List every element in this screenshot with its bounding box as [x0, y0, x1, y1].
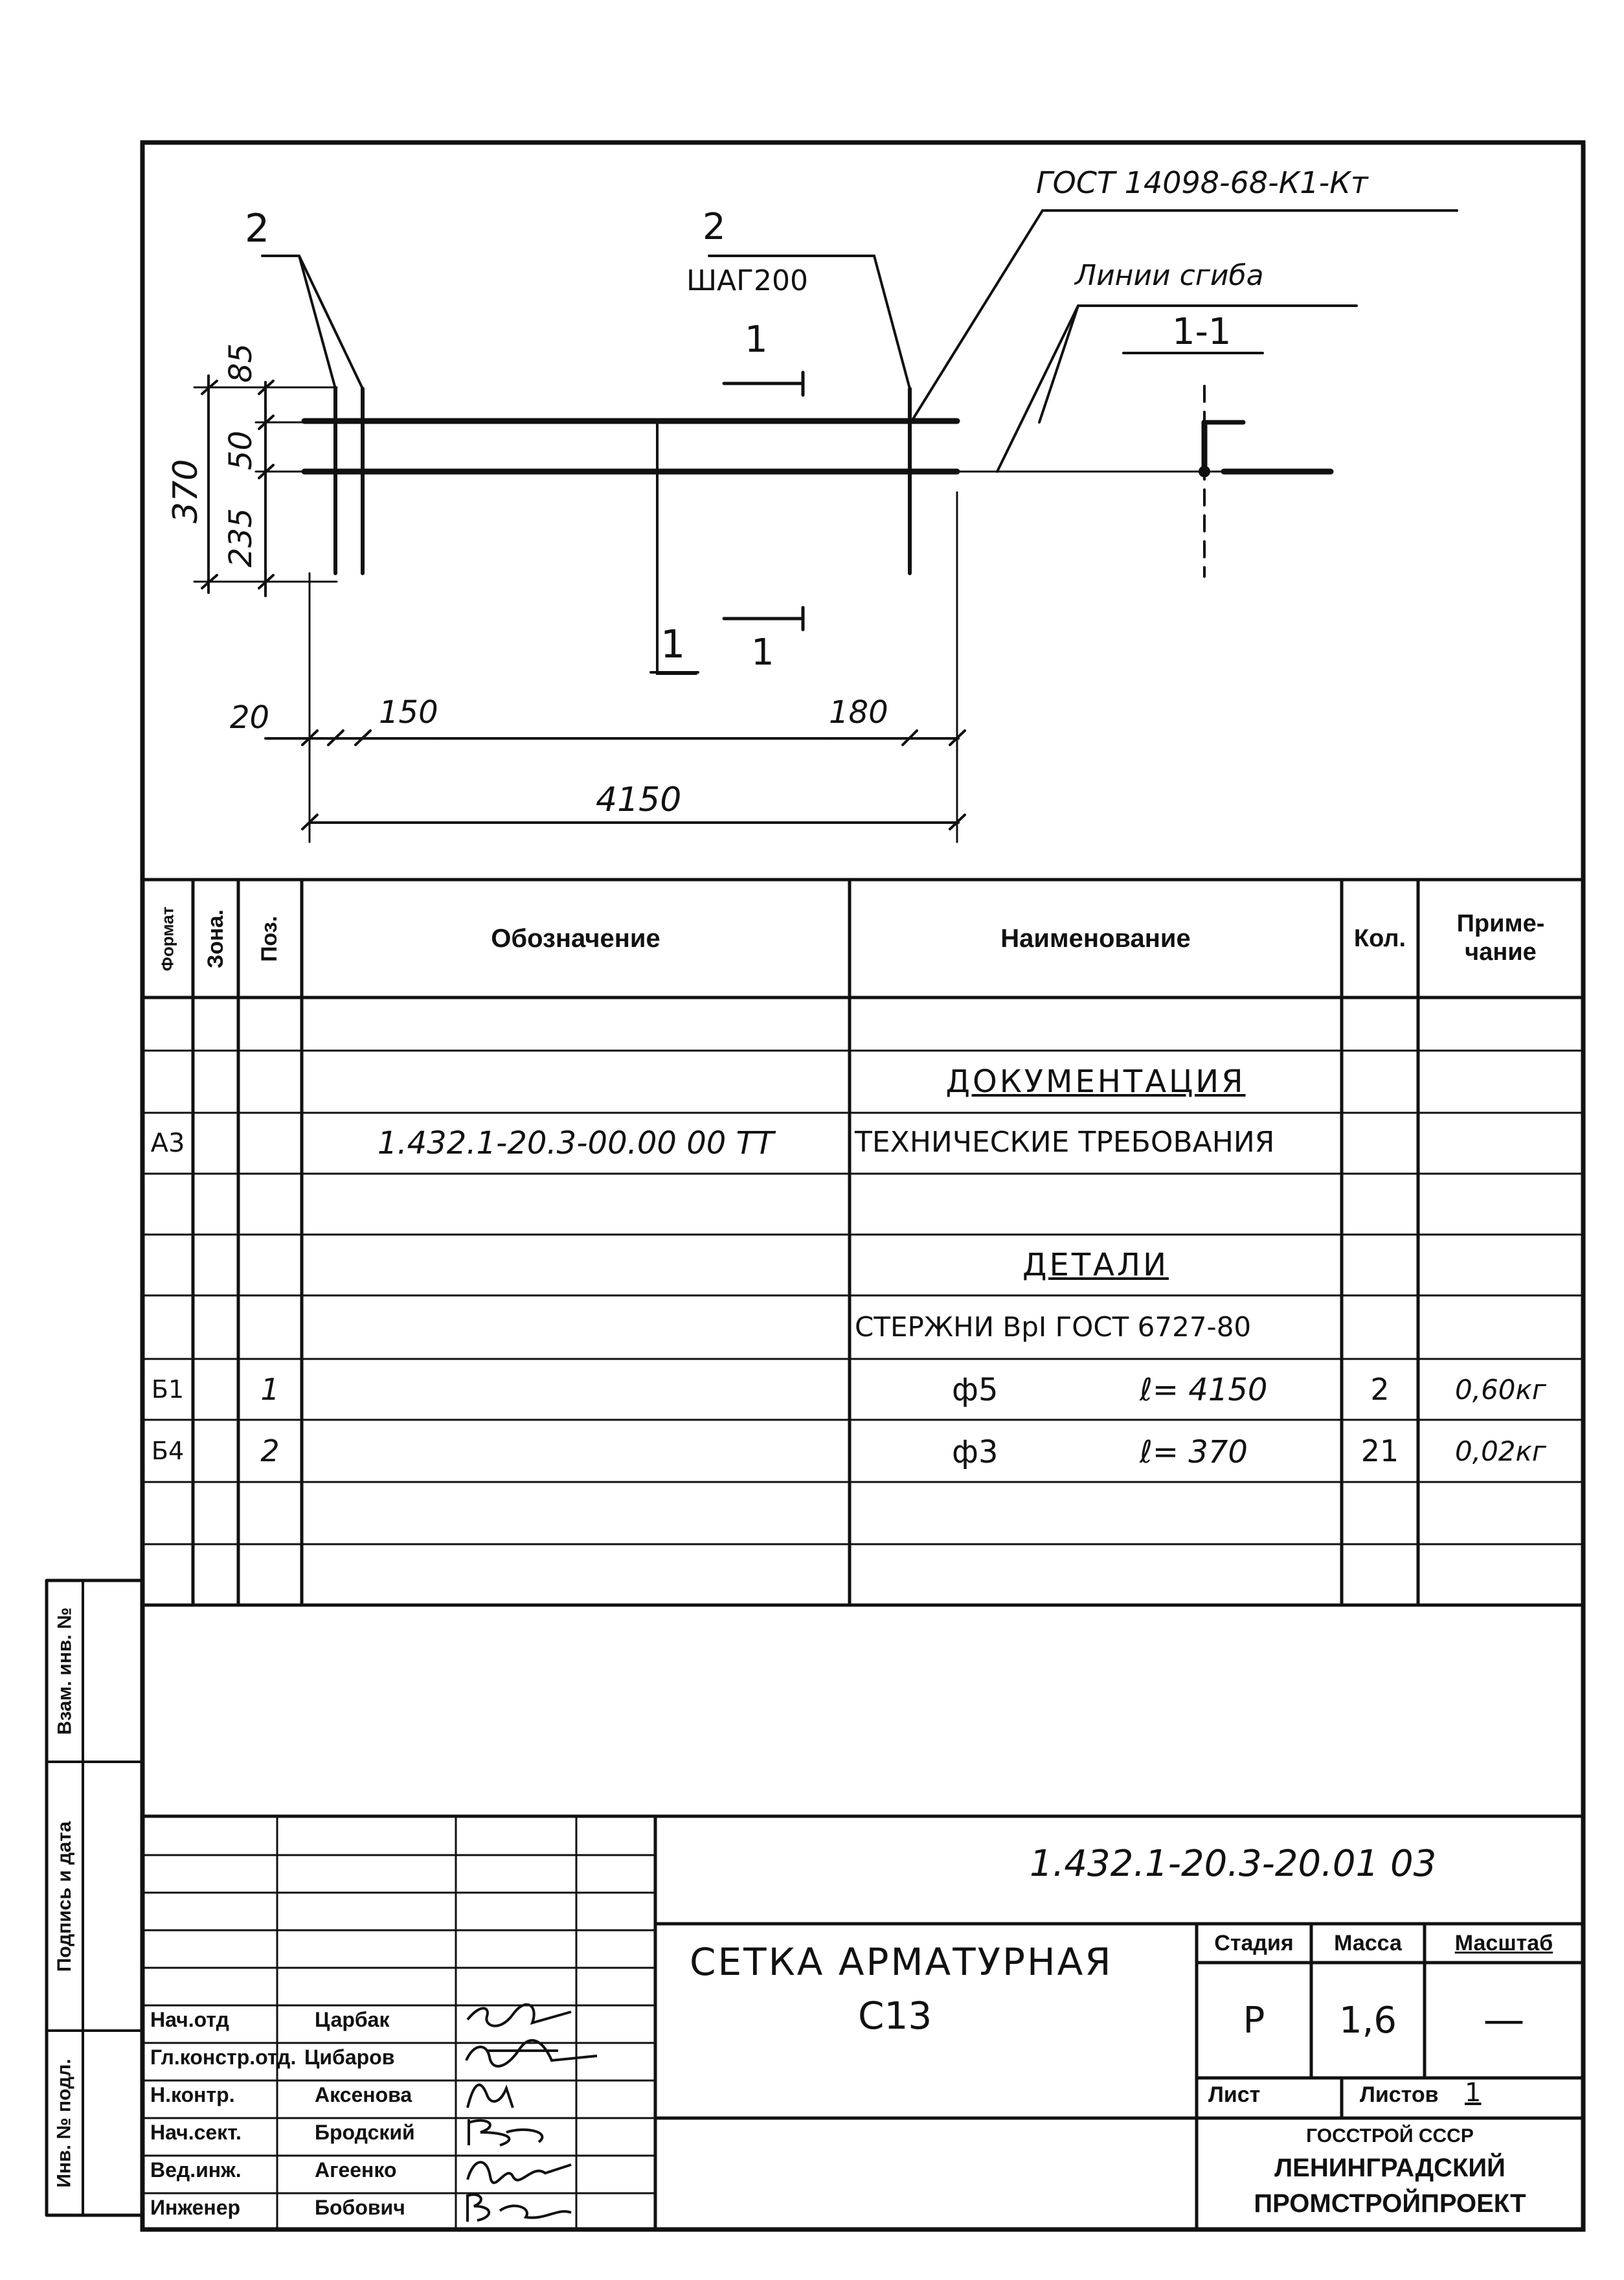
step-label: ШАГ200 [686, 264, 808, 297]
header-name: Наименование [1000, 924, 1191, 953]
row2-note: 0,02кг [1455, 1435, 1546, 1467]
staff-name-3: Аксенова [315, 2083, 412, 2106]
staff-name-5: Агеенко [315, 2158, 397, 2182]
dim-4150: 4150 [596, 781, 682, 819]
section-title: 1-1 [1172, 311, 1232, 353]
row2-format: Б4 [151, 1437, 185, 1465]
signature-3 [466, 2083, 514, 2108]
section-documentation: ДОКУМЕНТАЦИЯ [945, 1064, 1246, 1100]
header-format: Формат [157, 906, 177, 971]
sheet-label: Лист [1208, 2082, 1261, 2107]
bend-note: Линии сгиба [1075, 259, 1264, 292]
doc-number: 1.432.1-20.3-20.01 03 [1030, 1843, 1437, 1885]
org-line2: ЛЕНИНГРАДСКИЙ [1274, 2153, 1506, 2182]
mass-label: Масса [1334, 1930, 1402, 1955]
dim-235: 235 [223, 508, 259, 567]
side-sign-date: Подпись и дата [54, 1821, 76, 1972]
side-replace-inv: Взам. инв. № [54, 1607, 76, 1735]
header-zone: Зона. [203, 909, 228, 968]
sheets-label: Листов [1360, 2082, 1439, 2107]
std-note: ГОСТ 14098-68-К1-Кт [1036, 165, 1368, 200]
section-label-left: 1 [660, 622, 686, 667]
dim-180: 180 [829, 694, 888, 731]
scale-value: — [1483, 1996, 1525, 2044]
signature-6 [466, 2193, 572, 2222]
staff-name-2: Цибаров [304, 2046, 395, 2069]
row-tt-designation: 1.432.1-20.3-00.00 00 ТТ [377, 1125, 774, 1161]
signature-4 [468, 2119, 544, 2147]
section-parts: ДЕТАЛИ [1022, 1247, 1169, 1283]
row1-pos: 1 [260, 1372, 280, 1407]
staff-name-6: Бобович [315, 2196, 405, 2219]
pos-left-label: 2 [245, 206, 270, 251]
title-line1: СЕТКА АРМАТУРНАЯ [690, 1940, 1113, 1984]
sheets-value: 1 [1465, 2078, 1482, 2108]
stage-value: Р [1243, 1999, 1265, 2042]
stage-label: Стадия [1214, 1930, 1294, 1955]
dim-150: 150 [379, 694, 438, 731]
staff-name-4: Бродский [315, 2121, 415, 2144]
org-line3: ПРОМСТРОЙПРОЕКТ [1254, 2189, 1526, 2218]
row2-qty: 21 [1360, 1433, 1399, 1468]
staff-role-1: Нач.отд [150, 2008, 229, 2031]
org-line1: ГОССТРОЙ СССР [1306, 2125, 1474, 2147]
row1-qty: 2 [1370, 1372, 1390, 1407]
pos-mid-label: 2 [703, 206, 726, 248]
row2-pos: 2 [260, 1433, 280, 1468]
dim-85: 85 [223, 343, 259, 383]
row-tt-name: ТЕХНИЧЕСКИЕ ТРЕБОВАНИЯ [855, 1126, 1275, 1159]
staff-role-3: Н.контр. [150, 2083, 235, 2106]
row1-note: 0,60кг [1455, 1373, 1546, 1406]
dim-50: 50 [223, 430, 259, 470]
row1-format: Б1 [151, 1375, 185, 1404]
row2-len: ℓ= 370 [1140, 1434, 1248, 1470]
signature-1 [466, 2003, 572, 2027]
dim-370: 370 [166, 459, 205, 523]
staff-role-4: Нач.сект. [150, 2121, 242, 2144]
dim-20: 20 [230, 700, 270, 736]
row1-dia: ф5 [952, 1372, 998, 1408]
header-note: Приме-чание [1456, 910, 1545, 966]
header-pos: Поз. [257, 915, 282, 962]
mass-value: 1,6 [1338, 1999, 1397, 2042]
rods-title: СТЕРЖНИ ВрI ГОСТ 6727-80 [855, 1311, 1252, 1343]
row-tt-format: А3 [150, 1128, 185, 1158]
section-mark-bottom: 1 [751, 632, 774, 674]
staff-role-5: Вед.инж. [150, 2158, 242, 2182]
row1-len: ℓ= 4150 [1140, 1372, 1268, 1408]
signature-2 [465, 2039, 598, 2068]
header-designation: Обозначение [491, 924, 660, 953]
header-qty: Кол. [1353, 924, 1406, 952]
row2-dia: ф3 [952, 1434, 998, 1470]
title-line2: С13 [858, 1994, 932, 2038]
staff-name-1: Царбак [315, 2008, 390, 2031]
section-mark-top: 1 [745, 319, 768, 361]
signature-5 [466, 2161, 572, 2184]
staff-role-6: Инженер [150, 2196, 241, 2219]
staff-role-2: Гл.констр.отд. [150, 2046, 297, 2069]
side-inv-no: Инв. № подл. [54, 2058, 75, 2188]
scale-label: Масштаб [1454, 1930, 1553, 1955]
